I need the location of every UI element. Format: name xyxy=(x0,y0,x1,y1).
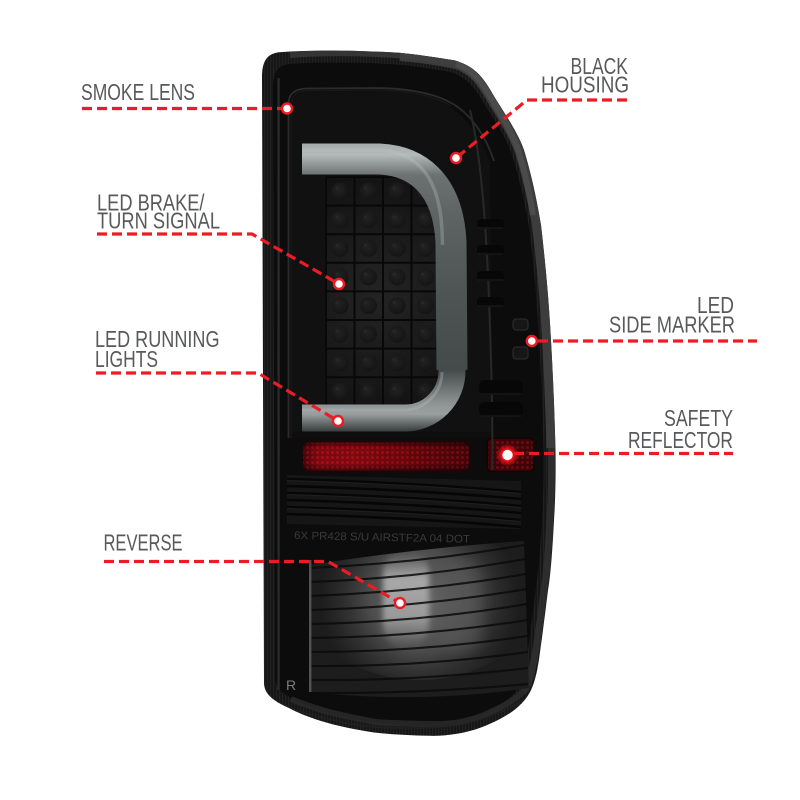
svg-text:BLACK: BLACK xyxy=(571,53,629,79)
svg-text:LED RUNNING: LED RUNNING xyxy=(95,326,220,352)
svg-text:SIDE MARKER: SIDE MARKER xyxy=(609,312,735,338)
svg-text:SAFETY: SAFETY xyxy=(664,405,733,431)
svg-text:REVERSE: REVERSE xyxy=(104,530,183,556)
svg-text:LED: LED xyxy=(697,292,734,318)
svg-text:HOUSING: HOUSING xyxy=(541,72,629,98)
svg-text:LED BRAKE/: LED BRAKE/ xyxy=(97,190,205,216)
svg-text:SMOKE LENS: SMOKE LENS xyxy=(81,79,195,105)
svg-text:REFLECTOR: REFLECTOR xyxy=(628,427,733,453)
svg-text:LIGHTS: LIGHTS xyxy=(95,346,158,372)
svg-text:TURN SIGNAL: TURN SIGNAL xyxy=(97,208,220,234)
svg-text:6X PR428 S/U AIRSTF2A 04 DOT: 6X PR428 S/U AIRSTF2A 04 DOT xyxy=(294,530,471,546)
svg-text:R: R xyxy=(286,677,296,693)
